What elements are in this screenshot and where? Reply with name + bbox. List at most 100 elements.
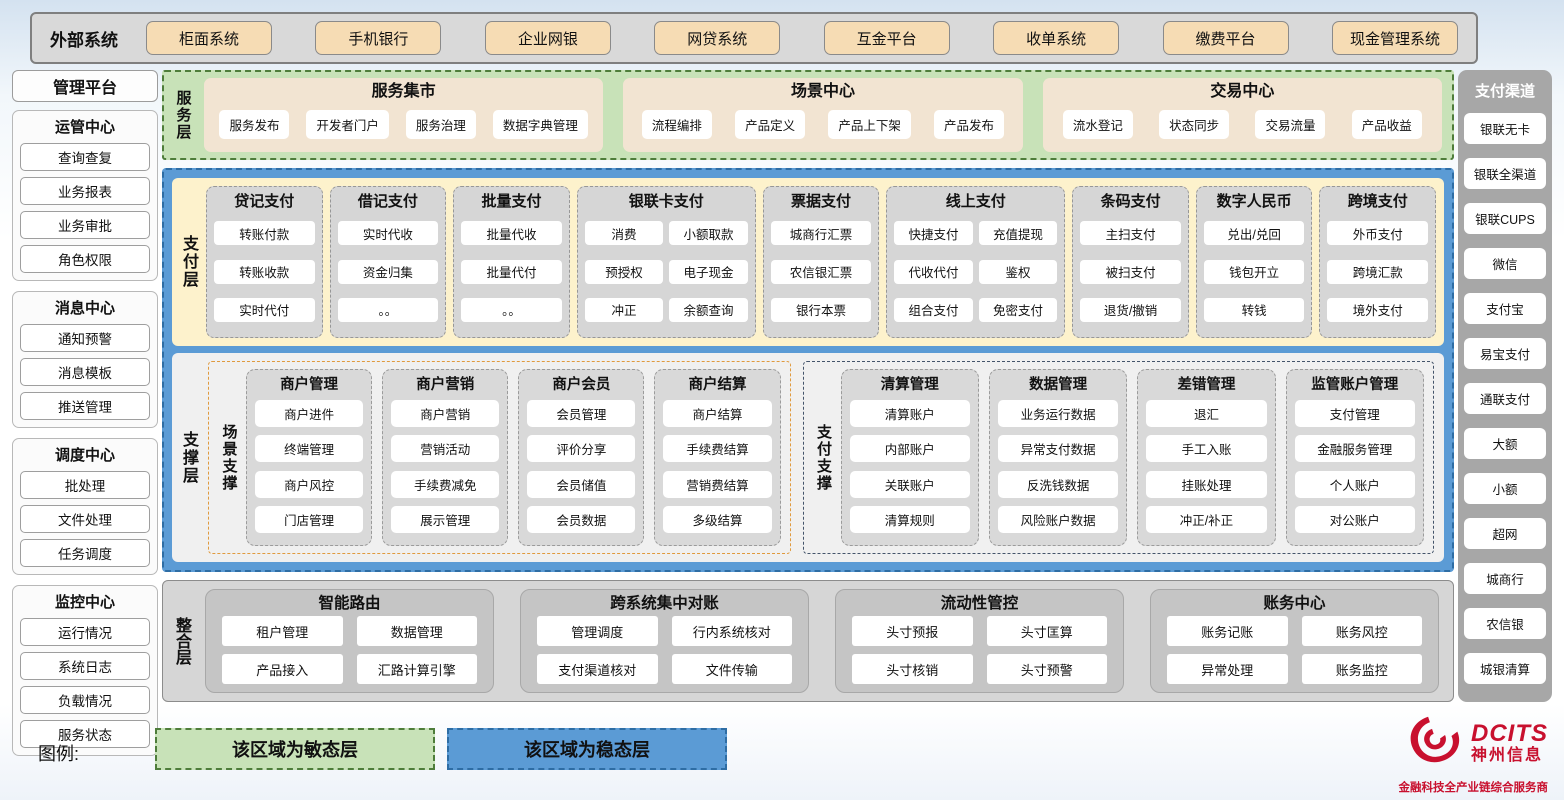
support-category-title: 商户会员 <box>552 377 611 393</box>
support-item-box: 反洗钱数据 <box>997 470 1119 498</box>
payment-item-box: 外币支付 <box>1327 221 1429 246</box>
service-group: 场景中心流程编排产品定义产品上下架产品发布 <box>623 78 1023 152</box>
payment-item-box: 。。 <box>461 297 562 322</box>
payment-category: 条码支付主扫支付被扫支付退货/撤销 <box>1072 186 1189 338</box>
payment-category-title: 跨境支付 <box>1347 193 1408 210</box>
payment-item-box: 被扫支付 <box>1080 259 1181 284</box>
support-item-box: 商户结算 <box>663 399 772 427</box>
payment-item-box: 退货/撤销 <box>1080 297 1181 322</box>
support-item-box: 业务运行数据 <box>997 399 1119 427</box>
support-item-box: 手续费减免 <box>391 470 500 498</box>
service-group-items: 服务发布开发者门户服务治理数据字典管理 <box>216 103 591 146</box>
external-system-box: 网贷系统 <box>654 21 781 55</box>
payment-category-items: 实时代收资金归集。。 <box>337 213 439 330</box>
integration-item-box: 账务监控 <box>1301 654 1422 684</box>
legend-agile-box: 该区域为敏态层 <box>155 728 435 770</box>
support-item-box: 冲正/补正 <box>1146 506 1267 534</box>
external-system-box: 柜面系统 <box>146 21 272 55</box>
payment-category-title: 票据支付 <box>791 193 852 210</box>
payment-item-box: 组合支付 <box>894 297 973 322</box>
support-item-box: 清算规则 <box>849 506 970 534</box>
payment-item-box: 境外支付 <box>1327 297 1429 322</box>
logo-name: DCITS <box>1471 720 1548 747</box>
support-item-box: 评价分享 <box>527 435 636 463</box>
payment-category-items: 城商行汇票农信银汇票银行本票 <box>770 213 872 330</box>
integration-group: 智能路由租户管理数据管理产品接入汇路计算引擎 <box>205 589 494 693</box>
service-layer-groups: 服务集市服务发布开发者门户服务治理数据字典管理场景中心流程编排产品定义产品上下架… <box>204 78 1442 152</box>
support-item-box: 展示管理 <box>391 506 500 534</box>
integration-layer-label: 整合层 <box>173 617 190 665</box>
management-item-box: 业务报表 <box>20 177 150 205</box>
integration-item-box: 产品接入 <box>222 654 343 684</box>
external-system-box: 互金平台 <box>823 21 950 55</box>
integration-item-box: 账务风控 <box>1301 616 1422 646</box>
integration-item-box: 异常处理 <box>1167 654 1288 684</box>
management-section: 监控中心运行情况系统日志负载情况服务状态 <box>12 585 158 756</box>
legend-stable-box: 该区域为稳态层 <box>447 728 727 770</box>
management-section: 调度中心批处理文件处理任务调度 <box>12 438 158 575</box>
payment-category: 数字人民币兑出/兑回钱包开立转钱 <box>1195 186 1313 338</box>
main-area: 管理平台 运管中心查询查复业务报表业务审批角色权限消息中心通知预警消息模板推送管… <box>12 70 1552 756</box>
payment-category: 批量支付批量代收批量代付。。 <box>453 186 570 338</box>
management-item-box: 通知预警 <box>20 324 150 352</box>
legend-label: 图例: <box>38 744 80 764</box>
integration-item-box: 汇路计算引擎 <box>356 654 477 684</box>
logo-company: 神州信息 <box>1471 747 1544 764</box>
support-item-box: 内部账户 <box>849 435 970 463</box>
management-platform-sidebar: 管理平台 运管中心查询查复业务报表业务审批角色权限消息中心通知预警消息模板推送管… <box>12 70 158 756</box>
service-item-box: 产品收益 <box>1351 110 1422 139</box>
payment-category: 跨境支付外币支付跨境汇款境外支付 <box>1319 186 1437 338</box>
support-category: 差错管理退汇手工入账挂账处理冲正/补正 <box>1137 369 1276 546</box>
support-category-title: 数据管理 <box>1029 377 1088 393</box>
support-category-items: 业务运行数据异常支付数据反洗钱数据风险账户数据 <box>997 396 1119 537</box>
integration-item-box: 文件传输 <box>671 654 792 684</box>
management-platform-sections: 运管中心查询查复业务报表业务审批角色权限消息中心通知预警消息模板推送管理调度中心… <box>12 110 158 756</box>
payment-category-title: 条码支付 <box>1100 193 1161 210</box>
support-category-title: 清算管理 <box>880 377 939 393</box>
payment-layer: 支付层 贷记支付转账付款转账收款实时代付借记支付实时代收资金归集。。批量支付批量… <box>172 178 1444 346</box>
payment-channel-box: 小额 <box>1464 473 1546 504</box>
payment-item-box: 批量代付 <box>461 259 562 284</box>
payment-channel-box: 银联全渠道 <box>1464 158 1546 189</box>
integration-item-box: 账务记账 <box>1167 616 1288 646</box>
management-item-box: 系统日志 <box>20 652 150 680</box>
service-item-box: 流水登记 <box>1062 110 1133 139</box>
integration-item-box: 行内系统核对 <box>671 616 792 646</box>
management-item-box: 运行情况 <box>20 618 150 646</box>
payment-item-box: 转钱 <box>1203 297 1305 322</box>
service-group-title: 场景中心 <box>790 83 855 100</box>
support-item-box: 门店管理 <box>255 506 364 534</box>
support-category-title: 商户营销 <box>416 377 475 393</box>
service-layer-label: 服务层 <box>174 89 192 141</box>
integration-layer-groups: 智能路由租户管理数据管理产品接入汇路计算引擎跨系统集中对账管理调度行内系统核对支… <box>205 589 1439 693</box>
integration-group: 跨系统集中对账管理调度行内系统核对支付渠道核对文件传输 <box>520 589 809 693</box>
service-item-box: 流程编排 <box>641 110 712 139</box>
support-item-box: 对公账户 <box>1294 506 1415 534</box>
management-section-title: 消息中心 <box>54 300 115 317</box>
service-item-box: 开发者门户 <box>306 110 389 139</box>
external-system-box: 企业网银 <box>484 21 611 55</box>
payment-category: 票据支付城商行汇票农信银汇票银行本票 <box>762 186 880 338</box>
payment-channel-box: 超网 <box>1464 518 1546 549</box>
support-item-box: 金融服务管理 <box>1294 435 1415 463</box>
support-item-box: 会员数据 <box>527 506 636 534</box>
payment-category-items: 主扫支付被扫支付退货/撤销 <box>1080 213 1181 330</box>
payment-channel-box: 易宝支付 <box>1464 338 1546 369</box>
payment-item-box: 转账收款 <box>214 259 315 284</box>
support-group: 支付支撑清算管理清算账户内部账户关联账户清算规则数据管理业务运行数据异常支付数据… <box>802 361 1434 554</box>
payment-category-title: 数字人民币 <box>1216 193 1292 210</box>
payment-item-box: 跨境汇款 <box>1327 259 1429 284</box>
integration-item-box: 租户管理 <box>222 616 343 646</box>
support-category: 商户结算商户结算手续费结算营销费结算多级结算 <box>654 369 781 546</box>
support-category-items: 商户结算手续费结算营销费结算多级结算 <box>663 396 772 537</box>
management-platform-title: 管理平台 <box>12 70 158 102</box>
integration-item-box: 数据管理 <box>356 616 477 646</box>
payment-item-box: 鉴权 <box>978 259 1058 284</box>
payment-item-box: 快捷支付 <box>894 221 973 246</box>
integration-group-items: 头寸预报头寸匡算头寸核销头寸预警 <box>852 616 1107 684</box>
support-item-box: 营销费结算 <box>663 470 772 498</box>
payment-item-box: 资金归集 <box>337 259 439 284</box>
external-system-box: 缴费平台 <box>1162 21 1289 55</box>
payment-item-box: 实时代收 <box>337 221 439 246</box>
